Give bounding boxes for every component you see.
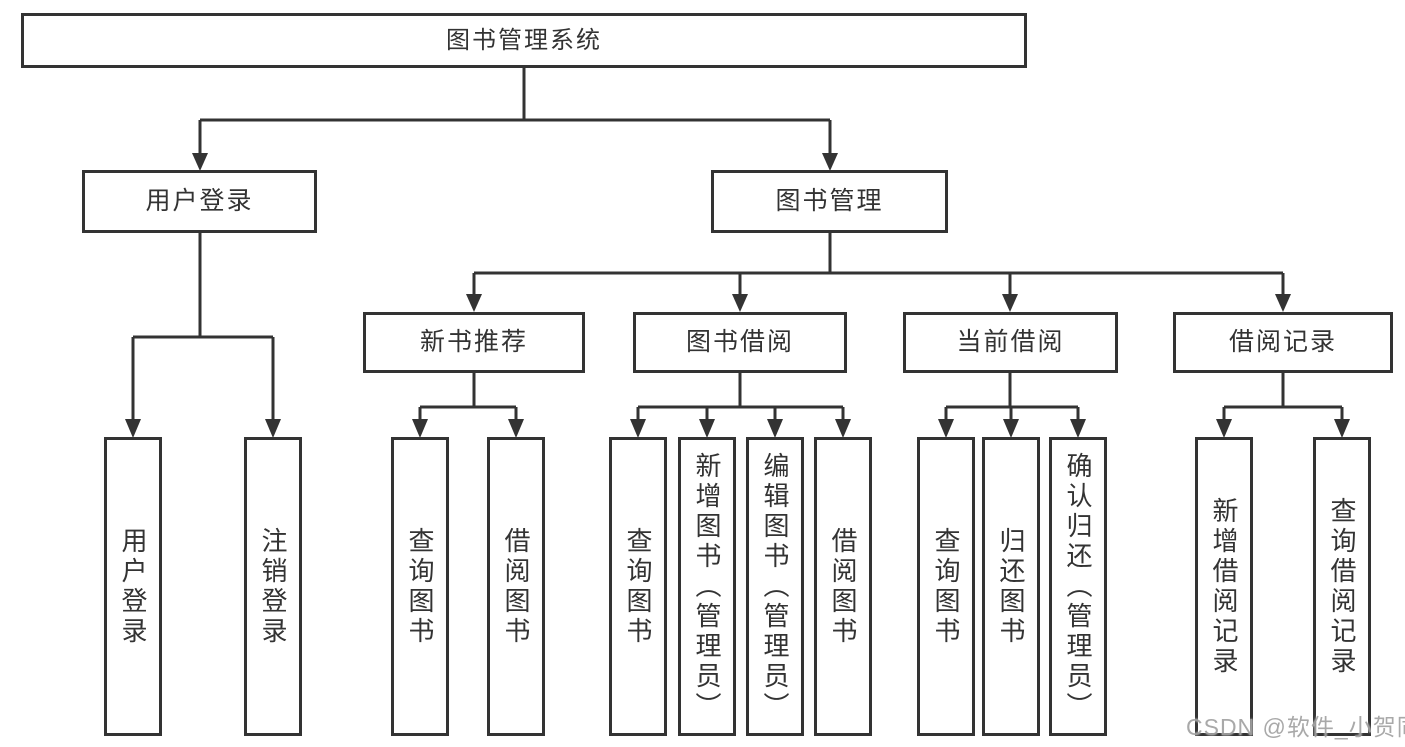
node-leaf-add-book-admin: 新增图书（管理员） [678,437,736,736]
node-leaf-query-books-current: 查询图书 [917,437,975,736]
arrowheads [125,153,1350,438]
node-leaf-query-books-recommend: 查询图书 [391,437,449,736]
connector-new-book-split [418,373,518,424]
node-leaf-logout: 注销登录 [244,437,302,736]
arrowhead-icon [1275,294,1291,312]
node-leaf-query-borrow-record: 查询借阅记录 [1313,437,1371,736]
node-borrowing-records: 借阅记录 [1173,312,1393,373]
arrowhead-icon [1002,294,1018,312]
arrowhead-icon [938,419,954,438]
arrowhead-icon [630,419,646,438]
arrowhead-icon [835,419,851,438]
watermark: CSDN @软件_小贺同学 [1186,714,1405,740]
node-user-login: 用户登录 [82,170,317,233]
node-leaf-edit-book-admin: 编辑图书（管理员） [746,437,804,736]
node-leaf-borrow-books-borrowing: 借阅图书 [814,437,872,736]
node-book-borrowing: 图书借阅 [633,312,847,373]
arrowhead-icon [1216,419,1232,438]
connector-borrowing-records-split [1222,373,1344,424]
arrowhead-icon [699,419,715,438]
arrowhead-icon [1070,419,1086,438]
connector-book-management-split [472,233,1285,298]
connector-root-split [198,68,832,157]
node-leaf-user-login: 用户登录 [104,437,162,736]
arrowhead-icon [412,419,428,438]
connector-user-login-split [131,233,275,424]
arrowhead-icon [822,153,838,171]
arrowhead-icon [125,419,141,438]
arrowhead-icon [1334,419,1350,438]
node-leaf-borrow-books-recommend: 借阅图书 [487,437,545,736]
arrowhead-icon [1003,419,1019,438]
arrowhead-icon [767,419,783,438]
arrowhead-icon [192,153,208,171]
node-leaf-add-borrow-record: 新增借阅记录 [1195,437,1253,736]
connector-current-borrowing-split [944,373,1080,424]
connector-book-borrowing-split [636,373,845,424]
node-leaf-return-book: 归还图书 [982,437,1040,736]
node-current-borrowing: 当前借阅 [903,312,1118,373]
arrowhead-icon [732,294,748,312]
node-root: 图书管理系统 [21,13,1027,68]
node-leaf-confirm-return-admin: 确认归还（管理员） [1049,437,1107,736]
arrowhead-icon [466,294,482,312]
node-new-book-recommendation: 新书推荐 [363,312,585,373]
arrowhead-icon [508,419,524,438]
arrowhead-icon [265,419,281,438]
node-book-management: 图书管理 [711,170,948,233]
node-leaf-query-books-borrowing: 查询图书 [609,437,667,736]
